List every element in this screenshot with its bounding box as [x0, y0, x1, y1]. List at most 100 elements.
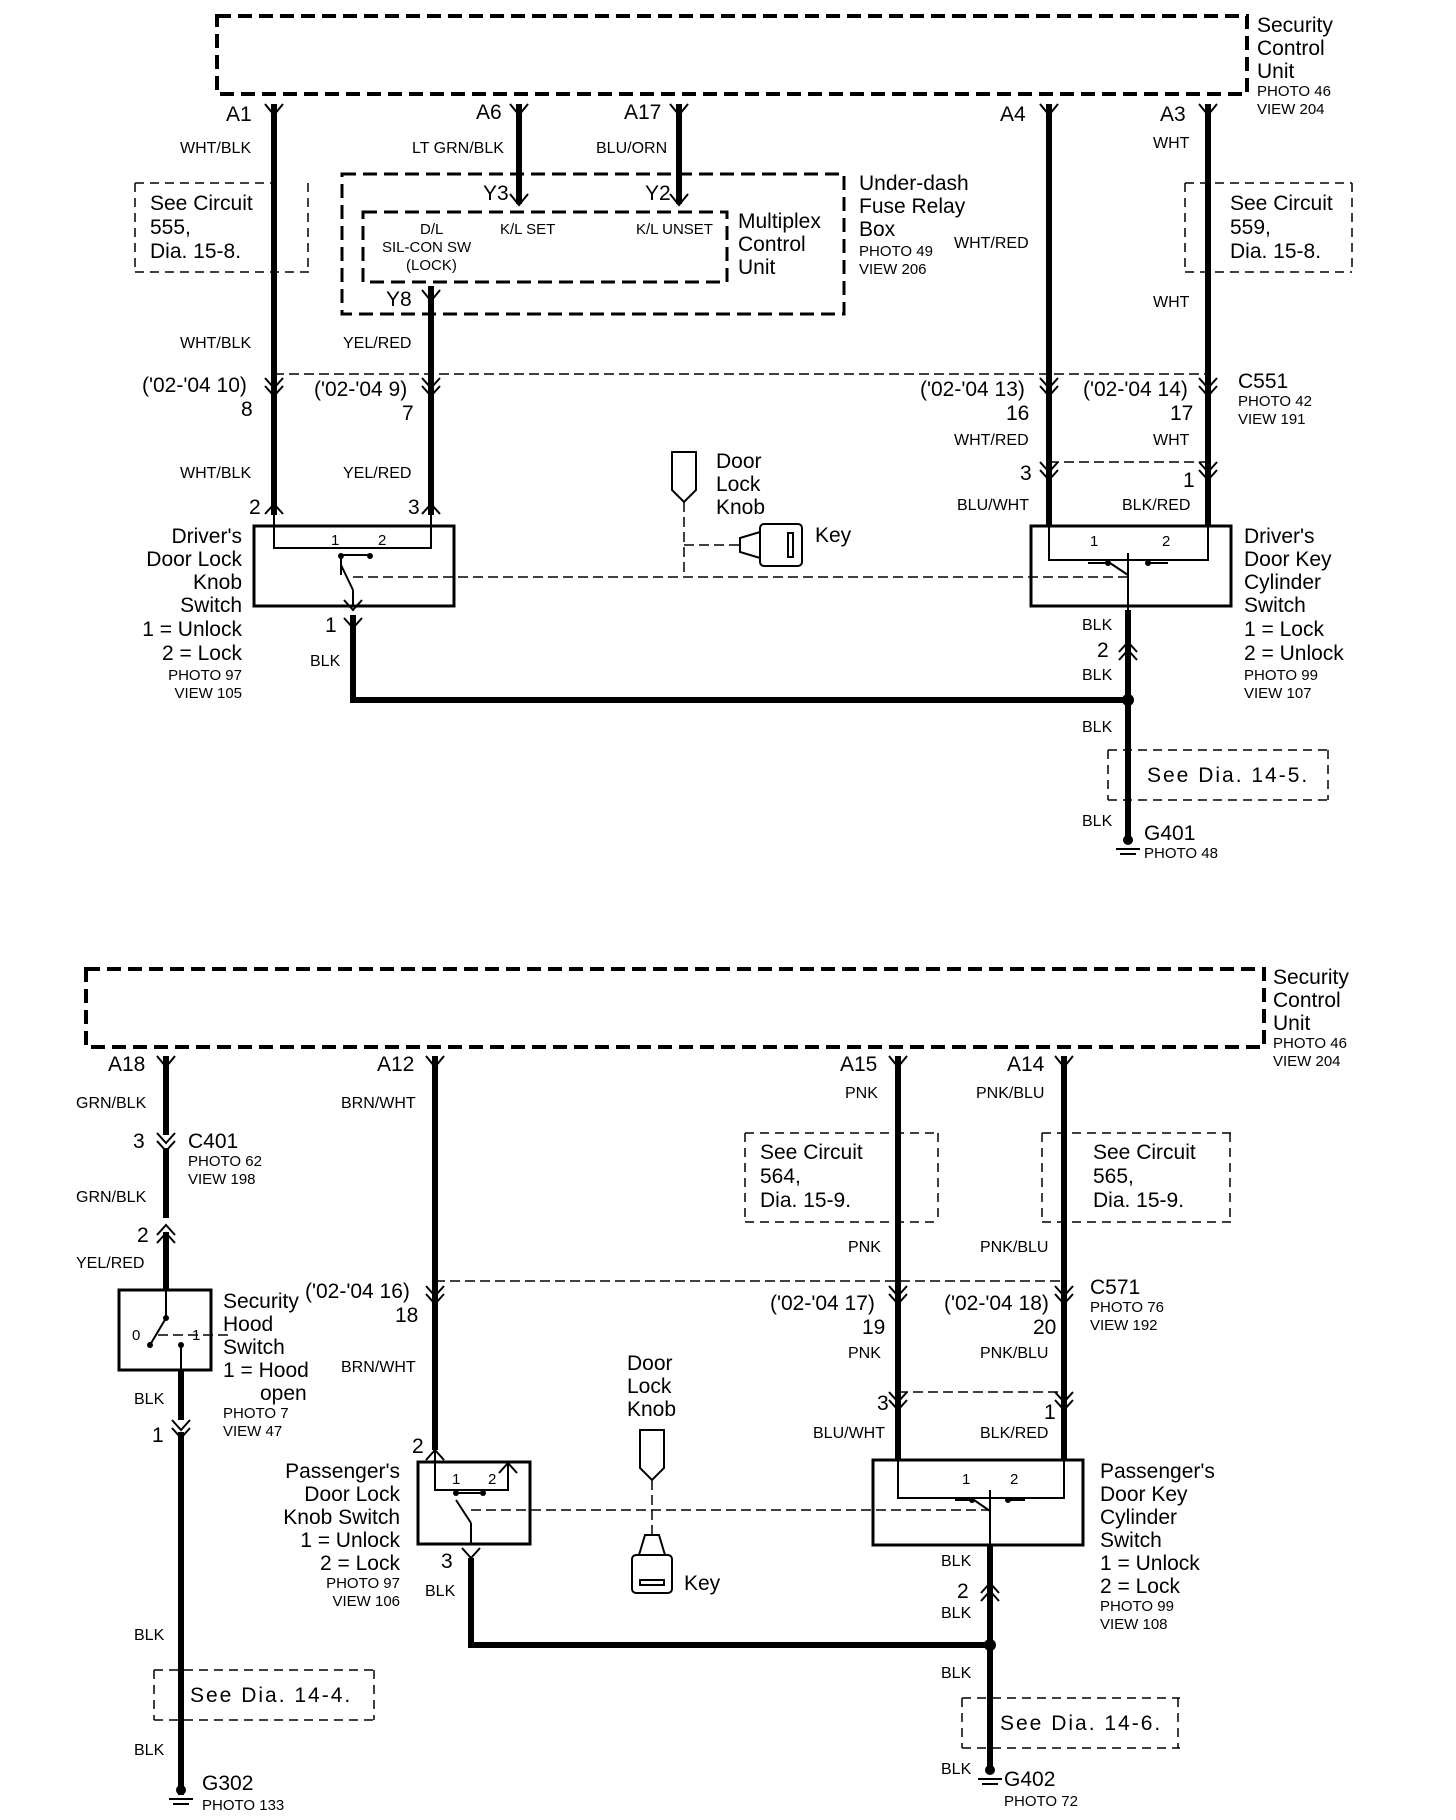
pin-number: 1 [1183, 469, 1195, 492]
chevron-icon [1054, 1399, 1074, 1412]
ground-icon [978, 1765, 1002, 1785]
pin-number: 1 [152, 1424, 164, 1447]
pin-number: 3 [133, 1130, 145, 1153]
driver-key-name: Switch [1244, 594, 1306, 617]
wire-switch-ground [350, 615, 1128, 703]
lock-knob-icon [671, 451, 697, 504]
wire-label: YEL/RED [343, 335, 411, 352]
hood-view: VIEW 47 [223, 1423, 282, 1440]
wire-label: BRN/WHT [341, 1359, 416, 1376]
c571-view: VIEW 192 [1090, 1317, 1158, 1334]
chevron-icon [171, 1427, 191, 1440]
chevron-icon [156, 1140, 176, 1153]
see-dia-14-6: See Dia. 14-6. [961, 1697, 1180, 1749]
chevron-icon [421, 289, 441, 303]
wire-label: BLK [1082, 813, 1113, 830]
terminal-chevrons [264, 103, 1218, 117]
door-lock-knob-1: Door Lock Knob Key [671, 450, 852, 577]
wire-label: BLK [941, 1553, 972, 1570]
hood-name: Security [223, 1290, 299, 1313]
ground-splice [984, 1639, 996, 1651]
scu-name-2: Control [1257, 37, 1325, 60]
driver-key-name: Cylinder [1244, 571, 1321, 594]
scu-view: VIEW 204 [1257, 101, 1325, 118]
pin-note: ('02-'04 16) [305, 1280, 410, 1303]
hood-name: Switch [223, 1336, 285, 1359]
see-circuit-555: See Circuit 555, Dia. 15-8. [134, 182, 310, 273]
g401-name: G401 [1144, 822, 1195, 845]
pin-number: 3 [441, 1550, 453, 1573]
wire-label: BLU/ORN [596, 140, 667, 157]
see-559-line-2: 559, [1230, 216, 1271, 239]
pin-note: ('02-'04 18) [944, 1292, 1049, 1315]
mcu-name-1: Multiplex [738, 210, 821, 233]
driver-knob-view: VIEW 105 [174, 685, 242, 702]
see-circuit-565: See Circuit 565, Dia. 15-9. [1041, 1132, 1232, 1223]
see-559-line-3: Dia. 15-8. [1230, 240, 1321, 263]
terminal-a18: A18 [108, 1053, 145, 1076]
see-565-line-1: See Circuit [1093, 1141, 1196, 1164]
driver-knob-name: Door Lock [146, 548, 242, 571]
pin-number: 3 [1020, 462, 1032, 485]
hood-contact-1: 1 [192, 1327, 200, 1344]
door-lock-knob-2: Door Lock Knob Key [627, 1352, 721, 1595]
mcu-dl-2: SIL-CON SW [382, 239, 472, 256]
security-control-unit-box [84, 967, 1266, 1049]
mcu-pin-y2: Y2 [645, 182, 671, 205]
see-dia-14-5: See Dia. 14-5. [1107, 749, 1330, 801]
terminal-a17: A17 [624, 101, 661, 124]
wire-label: WHT [1153, 294, 1190, 311]
driver-key-name: 2 = Unlock [1244, 642, 1344, 665]
mcu-kl-set: K/L SET [500, 221, 555, 238]
wire-label: GRN/BLK [76, 1189, 147, 1206]
knob-name: Door [627, 1352, 673, 1375]
chevron-icon [461, 1547, 481, 1560]
pin-number: 18 [395, 1304, 418, 1327]
driver-knob-name: Knob [193, 571, 242, 594]
mcu-name-3: Unit [738, 256, 776, 279]
c401-photo: PHOTO 62 [188, 1153, 262, 1170]
see-circuit-559: See Circuit 559, Dia. 15-8. [1184, 182, 1353, 273]
passenger-knob-switch-box [416, 1460, 532, 1546]
passenger-key-switch-box [871, 1458, 1085, 1547]
chevron-icon [888, 1285, 908, 1298]
wire-label: BLK [310, 653, 341, 670]
wire-label: BLK [134, 1742, 165, 1759]
wire-label: PNK [845, 1085, 878, 1102]
driver-key-name: Driver's [1244, 525, 1315, 548]
mcu-pin-y8: Y8 [386, 288, 412, 311]
chevron-icon [669, 193, 689, 207]
driver-knob-contact-1: 1 [331, 532, 339, 549]
g402-photo: PHOTO 72 [1004, 1793, 1078, 1810]
wire-label: WHT [1153, 135, 1190, 152]
pin-note: ('02-'04 10) [142, 374, 247, 397]
mcu-pin-y3: Y3 [483, 182, 509, 205]
scu-name-1: Security [1257, 14, 1333, 37]
terminal-a15: A15 [840, 1053, 877, 1076]
pass-key-name: Door Key [1100, 1483, 1188, 1506]
hood-photo: PHOTO 7 [223, 1405, 289, 1422]
pass-key-name: Passenger's [1100, 1460, 1215, 1483]
driver-knob-contact-2: 2 [378, 532, 386, 549]
key-icon [739, 530, 761, 560]
hood-name: open [260, 1382, 307, 1405]
g401-photo: PHOTO 48 [1144, 845, 1218, 862]
wire-label: BLK/RED [1122, 497, 1190, 514]
driver-key-name: Door Key [1244, 548, 1332, 571]
wire-label: PNK/BLU [976, 1085, 1044, 1102]
terminal-a6: A6 [476, 101, 502, 124]
pass-knob-name: 2 = Lock [320, 1552, 400, 1575]
g302-photo: PHOTO 133 [202, 1797, 284, 1814]
wire-label: BRN/WHT [341, 1095, 416, 1112]
wire-label: WHT/BLK [180, 335, 251, 352]
wire-label: GRN/BLK [76, 1095, 147, 1112]
hood-name: 1 = Hood [223, 1359, 309, 1382]
pass-key-name: 2 = Lock [1100, 1575, 1180, 1598]
fuse-box-name-3: Box [859, 218, 896, 241]
pass-knob-name: Passenger's [285, 1460, 400, 1483]
knob-name: Door [716, 450, 762, 473]
chevron-icon [888, 1391, 908, 1404]
fuse-box-photo: PHOTO 49 [859, 243, 933, 260]
pass-key-contact-1: 1 [962, 1471, 970, 1488]
driver-knob-photo: PHOTO 97 [168, 667, 242, 684]
